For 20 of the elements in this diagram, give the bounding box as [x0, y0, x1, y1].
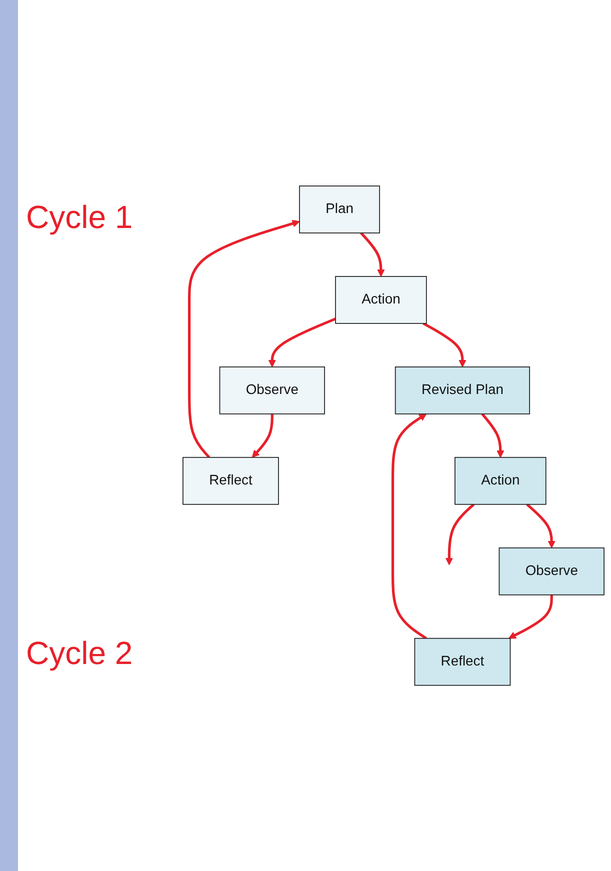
node-box: Reflect — [182, 456, 279, 505]
arrow — [445, 503, 475, 566]
node-box: Action — [335, 276, 427, 324]
arrow — [252, 414, 274, 458]
node-box: Observe — [219, 366, 325, 414]
node-box: Plan — [299, 185, 380, 234]
node-box: Observe — [498, 547, 604, 596]
node-box: Action — [454, 456, 546, 505]
arrow — [526, 503, 556, 548]
arrow — [508, 594, 553, 639]
arrow — [391, 413, 427, 640]
node-box: Revised Plan — [394, 366, 530, 414]
arrow — [188, 220, 300, 458]
arrow — [360, 232, 385, 277]
node-box: Reflect — [414, 638, 511, 686]
cycle-label: Cycle 1 — [26, 199, 134, 236]
arrow — [422, 322, 466, 368]
cycle-label: Cycle 2 — [26, 634, 134, 672]
arrow — [481, 412, 504, 458]
arrow — [268, 317, 336, 368]
